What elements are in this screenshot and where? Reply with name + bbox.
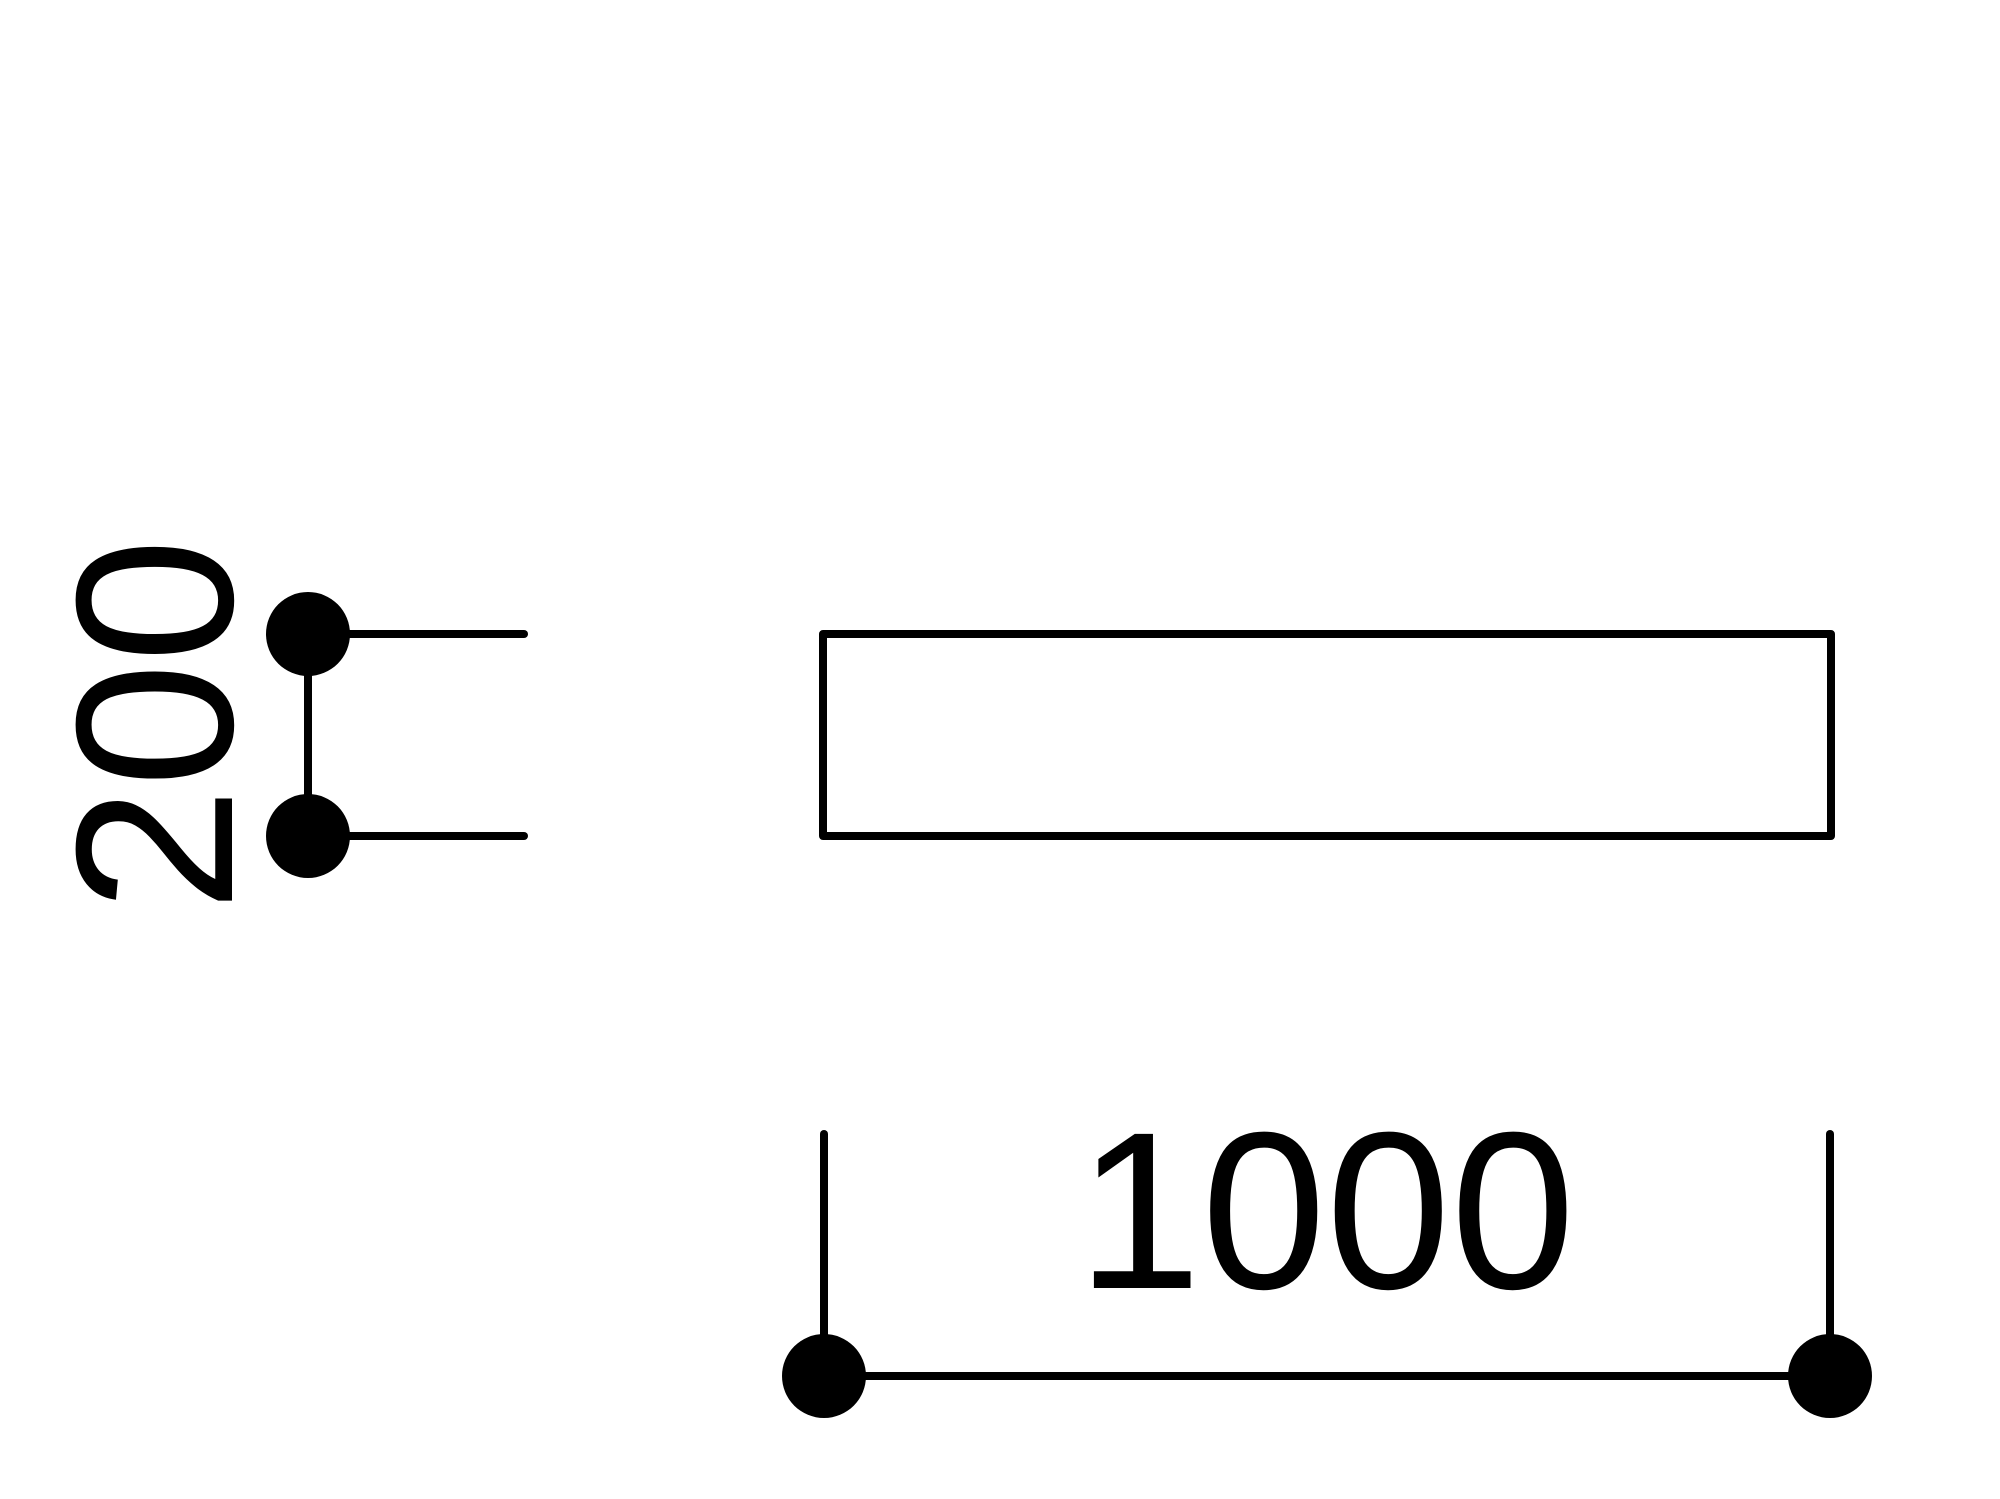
horizontal-dimension-value: 1000 [1077, 1086, 1575, 1336]
vertical-dimension: 200 [30, 538, 528, 912]
part-outline-rectangle [819, 630, 1835, 840]
vertical-dimension-value: 200 [30, 538, 280, 912]
vertical-dimension-dot-bottom [266, 794, 350, 878]
vertical-dimension-dot-top [266, 592, 350, 676]
horizontal-dimension-dot-right [1788, 1334, 1872, 1418]
horizontal-dimension-dot-left [782, 1334, 866, 1418]
horizontal-dimension: 1000 [782, 1086, 1872, 1418]
